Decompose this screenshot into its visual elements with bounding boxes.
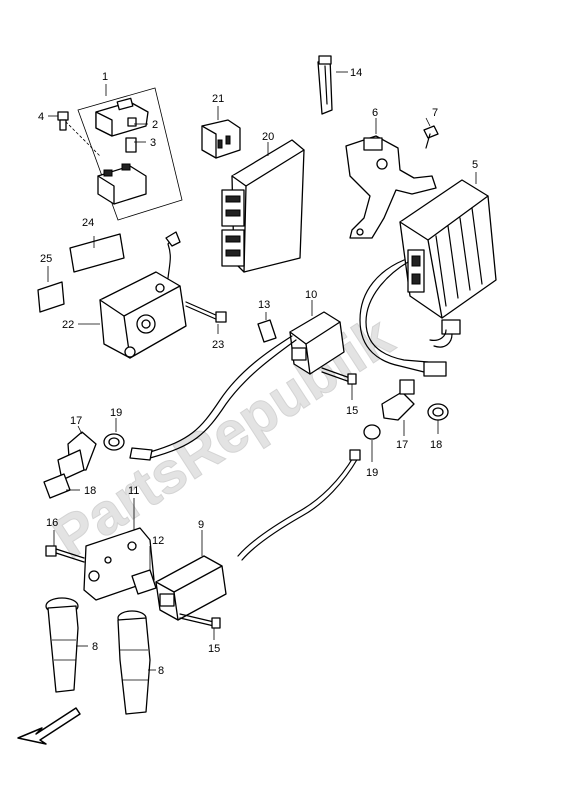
spark-plug-cap-8-left[interactable] — [45, 597, 79, 693]
cap-12[interactable] — [131, 569, 157, 595]
callout-12: 12 — [152, 535, 164, 547]
callout-9: 9 — [198, 519, 204, 531]
plug-cap-17-right[interactable] — [381, 379, 415, 421]
callout-18a: 18 — [84, 485, 96, 497]
ignition-coil-9[interactable] — [155, 555, 227, 629]
callout-10: 10 — [305, 289, 317, 301]
bolt-4[interactable] — [57, 111, 69, 131]
cap-13[interactable] — [257, 319, 277, 343]
clamp-14[interactable] — [317, 55, 333, 115]
callouts: 1 2 3 4 5 6 7 8 8 9 10 11 12 13 14 15 15… — [38, 67, 478, 677]
callout-24: 24 — [82, 217, 94, 229]
callout-15b: 15 — [208, 643, 220, 655]
leader-lines — [47, 71, 477, 671]
callout-19a: 19 — [110, 407, 122, 419]
grommet-19-right[interactable] — [363, 424, 381, 440]
callout-2: 2 — [152, 119, 158, 131]
callout-11: 11 — [128, 485, 139, 497]
ecm-unit-20[interactable] — [221, 139, 305, 273]
screw-7[interactable] — [423, 125, 439, 149]
seal-18-right[interactable] — [427, 403, 449, 421]
screw-23[interactable] — [185, 301, 227, 323]
callout-20: 20 — [262, 131, 274, 143]
bolt-16[interactable] — [45, 545, 85, 563]
regulator-5[interactable] — [359, 179, 497, 377]
callout-3: 3 — [150, 137, 156, 149]
callout-19b: 19 — [366, 467, 378, 479]
sensor-22[interactable] — [99, 231, 187, 359]
callout-8a: 8 — [92, 641, 98, 653]
relay-assembly[interactable] — [61, 87, 183, 221]
callout-13: 13 — [258, 299, 270, 311]
label-25[interactable] — [37, 281, 65, 313]
callout-15a: 15 — [346, 405, 358, 417]
callout-4: 4 — [38, 111, 44, 123]
plug-cap-17-left[interactable] — [57, 431, 97, 481]
callout-5: 5 — [472, 159, 478, 171]
callout-23: 23 — [212, 339, 224, 351]
bracket-6[interactable] — [345, 135, 437, 239]
front-direction-arrow-icon — [17, 707, 81, 745]
callout-1: 1 — [102, 71, 108, 83]
callout-18b: 18 — [430, 439, 442, 451]
ignition-coil-10[interactable] — [129, 311, 357, 461]
callout-17a: 17 — [70, 415, 82, 427]
grommet-19-left[interactable] — [103, 433, 125, 451]
label-24[interactable] — [69, 233, 125, 273]
callout-16: 16 — [46, 517, 58, 529]
callout-25: 25 — [40, 253, 52, 265]
spark-plug-cap-8-right[interactable] — [117, 610, 151, 715]
callout-7: 7 — [432, 107, 438, 119]
callout-6: 6 — [372, 107, 378, 119]
callout-14: 14 — [350, 67, 362, 79]
callout-22: 22 — [62, 319, 74, 331]
high-tension-cable[interactable] — [237, 449, 361, 561]
callout-17b: 17 — [396, 439, 408, 451]
connector-21[interactable] — [201, 119, 241, 159]
callout-8b: 8 — [158, 665, 164, 677]
callout-21: 21 — [212, 93, 224, 105]
